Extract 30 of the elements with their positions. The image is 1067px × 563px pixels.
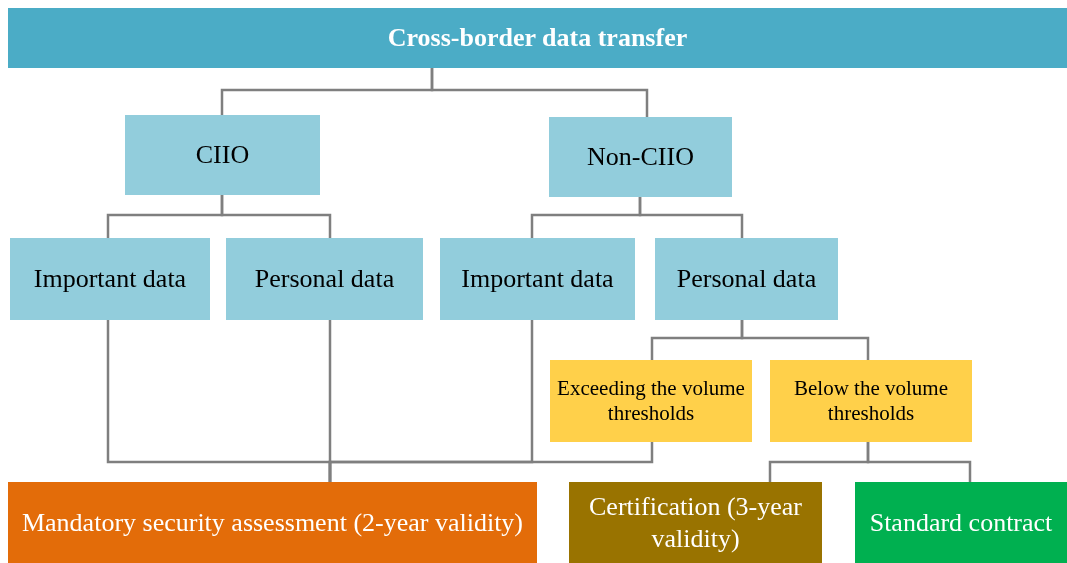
connector-line <box>866 442 972 482</box>
box-label: Cross-border data transfer <box>387 22 688 54</box>
box-label: CIIO <box>195 139 250 171</box>
category-box <box>440 238 635 320</box>
category-box <box>655 238 838 320</box>
category-box <box>770 360 972 442</box>
box-label: Standard contract <box>869 506 1053 539</box>
box-label: Important data <box>33 263 187 295</box>
category-box <box>8 482 537 563</box>
category-box <box>125 115 320 195</box>
connector-line <box>328 442 654 482</box>
box-label: Below the volume thresholds <box>793 375 949 427</box>
connector-line <box>638 197 744 238</box>
connector-line <box>220 195 332 238</box>
box-label: Certification (3-year validity) <box>588 491 803 554</box>
category-box <box>10 238 210 320</box>
box-label: Mandatory security assessment (2-year validity) <box>21 506 524 539</box>
category-box <box>550 360 752 442</box>
box-label: Exceeding the volume thresholds <box>556 375 746 427</box>
box-label: Non-CIIO <box>587 141 694 173</box>
category-box <box>226 238 423 320</box>
box-label: Personal data <box>254 263 395 295</box>
box-label: Important data <box>461 263 614 295</box>
connector-line <box>740 320 870 360</box>
category-box <box>569 482 822 563</box>
connector-line <box>430 68 649 117</box>
category-box <box>855 482 1067 563</box>
box-label: Personal data <box>676 263 817 295</box>
title-bar <box>8 8 1067 68</box>
category-box <box>549 117 732 197</box>
